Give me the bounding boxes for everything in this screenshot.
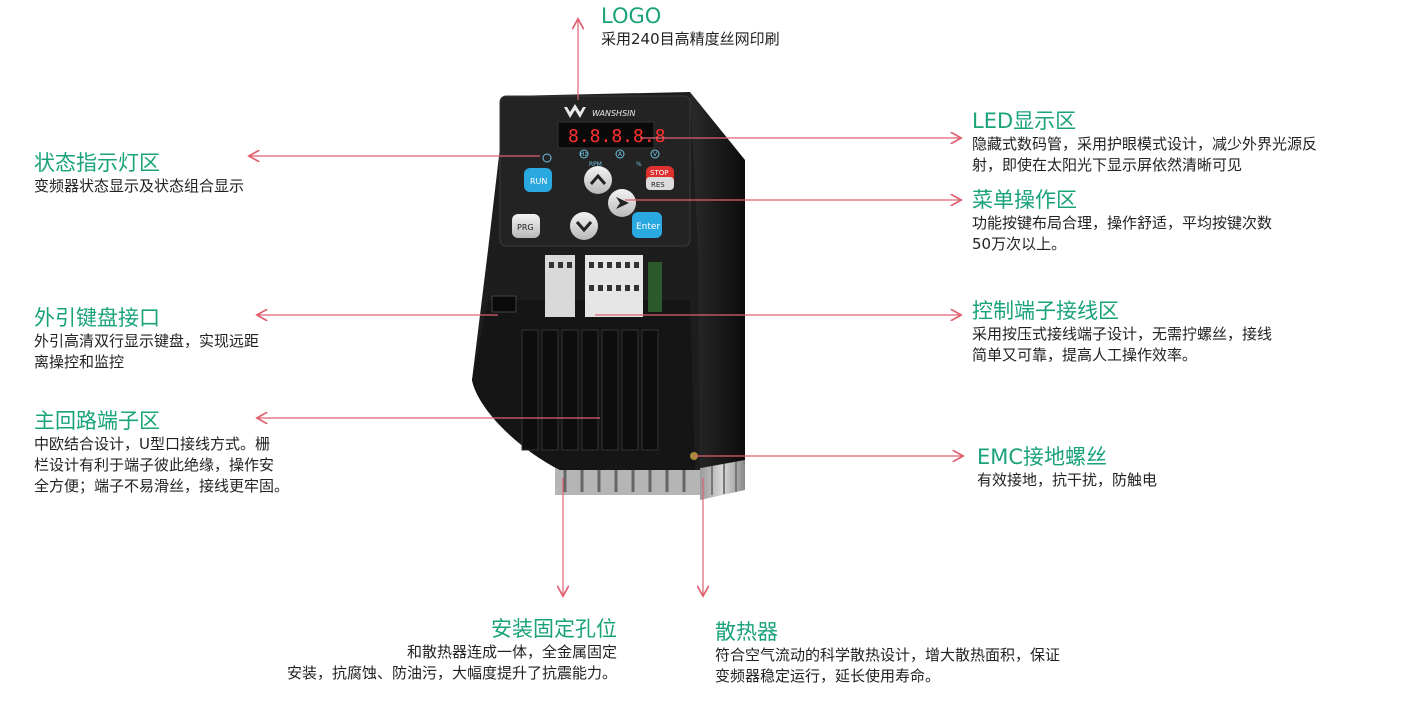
percent-label: % [636,161,642,168]
callout-mounting: 安装固定孔位 和散热器连成一体，全金属固定 安装，抗腐蚀、防油污，大幅度提升了抗… [287,616,617,684]
external-keyboard-port [491,295,517,313]
down-button[interactable] [570,212,598,240]
callout-status: 状态指示灯区 变频器状态显示及状态组合显示 [34,150,244,197]
stop-label: STOP [650,169,668,177]
enter-button[interactable]: Enter [632,212,662,238]
callout-led-title: LED显示区 [972,109,1077,133]
up-button[interactable] [584,166,612,194]
brand-name: WANSHSIN [592,109,636,118]
callout-mounting-line: 安装，抗腐蚀、防油污，大幅度提升了抗震能力。 [286,664,617,682]
main-circuit-terminals [521,329,659,451]
callout-main-circuit-title: 主回路端子区 [34,409,160,433]
run-button[interactable]: RUN [524,168,552,192]
shift-button[interactable] [608,189,636,217]
callout-control-line: 采用按压式接线端子设计，无需拧螺丝，接线 [972,325,1273,343]
stop-reset-button[interactable]: STOP RES [646,166,674,190]
indicator-v: V [653,151,658,158]
callout-heatsink-line: 变频器稳定运行，延长使用寿命。 [715,667,941,685]
callout-main-circuit-line: 中欧结合设计，U型口接线方式。栅 [34,435,270,453]
res-label: RES [651,181,665,189]
callout-keyboard: 外引键盘接口 外引高清双行显示键盘，实现远距 离操控和监控 [34,305,259,373]
rpm-label: RPM [589,161,602,168]
callout-led-line: 隐藏式数码管，采用护眼模式设计，减少外界光源反 [972,135,1318,153]
control-terminal-block [545,255,662,317]
callout-main-circuit: 主回路端子区 中欧结合设计，U型口接线方式。栅 栏设计有利于端子彼此绝缘，操作安… [34,408,289,497]
prg-button[interactable]: PRG [512,214,540,238]
indicator-a: A [618,151,623,158]
callout-logo-title: LOGO [601,4,662,28]
callout-control: 控制端子接线区 采用按压式接线端子设计，无需拧螺丝，接线 简单又可靠，提高人工操… [972,298,1272,366]
housing-side [690,92,745,470]
run-label: RUN [530,177,547,186]
callout-emc: EMC接地螺丝 有效接地，抗干扰，防触电 [977,444,1157,491]
callout-keyboard-line: 外引高清双行显示键盘，实现远距 [34,332,260,350]
callout-menu-line: 50万次以上。 [972,235,1067,253]
callout-menu: 菜单操作区 功能按键布局合理，操作舒适，平均按键次数 50万次以上。 [972,187,1272,255]
callout-heatsink-line: 符合空气流动的科学散热设计，增大散热面积，保证 [715,646,1061,664]
callout-mounting-title: 安装固定孔位 [491,617,617,641]
callout-mounting-line: 和散热器连成一体，全金属固定 [406,643,617,661]
callout-emc-line: 有效接地，抗干扰，防触电 [977,471,1158,489]
callout-led-line: 射，即使在太阳光下显示屏依然清晰可见 [972,156,1243,174]
chevron-down-icon [575,221,593,233]
status-indicators: Hz A V RPM % [542,149,660,168]
chevron-up-icon [589,173,607,185]
prg-label: PRG [517,223,534,232]
callout-keyboard-line: 离操控和监控 [34,353,125,371]
callout-led: LED显示区 隐藏式数码管，采用护眼模式设计，减少外界光源反 射，即使在太阳光下… [972,108,1317,176]
callout-menu-line: 功能按键布局合理，操作舒适，平均按键次数 [972,214,1273,232]
callout-logo-line: 采用240目高精度丝网印刷 [601,30,780,48]
led-digits: 8.8.8.8.8 [568,126,666,147]
enter-label: Enter [636,222,660,232]
callout-menu-title: 菜单操作区 [972,188,1077,212]
callout-status-line: 变频器状态显示及状态组合显示 [34,177,245,195]
callout-main-circuit-line: 全方便；端子不易滑丝，接线更牢固。 [34,477,290,495]
callout-logo: LOGO 采用240目高精度丝网印刷 [601,3,780,50]
callout-heatsink: 散热器 符合空气流动的科学散热设计，增大散热面积，保证 变频器稳定运行，延长使用… [715,619,1060,687]
callout-emc-title: EMC接地螺丝 [977,445,1108,469]
led-display-window [557,121,655,149]
brand-logo: WANSHSIN [564,104,636,118]
indicator-hz: Hz [580,151,588,158]
callout-control-title: 控制端子接线区 [972,299,1119,323]
callout-heatsink-title: 散热器 [715,620,778,644]
callout-status-title: 状态指示灯区 [34,151,160,175]
callout-control-line: 简单又可靠，提高人工操作效率。 [972,346,1198,364]
callout-keyboard-title: 外引键盘接口 [34,306,160,330]
arrow-right-icon [616,197,629,209]
callout-main-circuit-line: 栏设计有利于端子彼此绝缘，操作安 [34,456,275,474]
